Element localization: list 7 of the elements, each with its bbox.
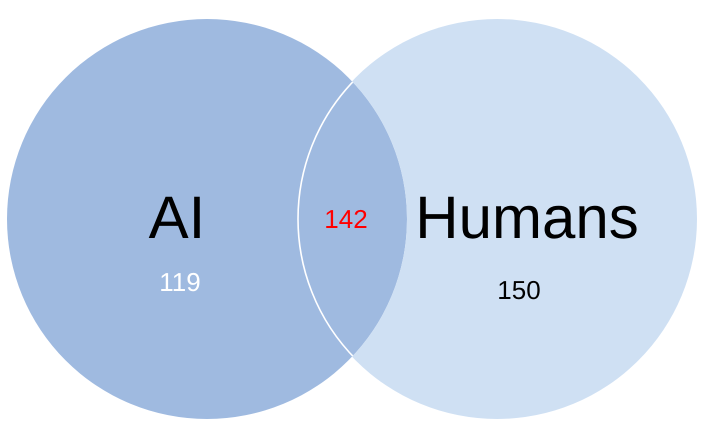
count-label: 119 [159, 269, 201, 295]
set-label: Humans [415, 188, 639, 248]
venn-circle [7, 19, 407, 419]
set-label: AI [148, 188, 206, 248]
venn-circle [297, 19, 697, 419]
count-label: 150 [497, 277, 541, 303]
count-label: 142 [324, 206, 368, 232]
